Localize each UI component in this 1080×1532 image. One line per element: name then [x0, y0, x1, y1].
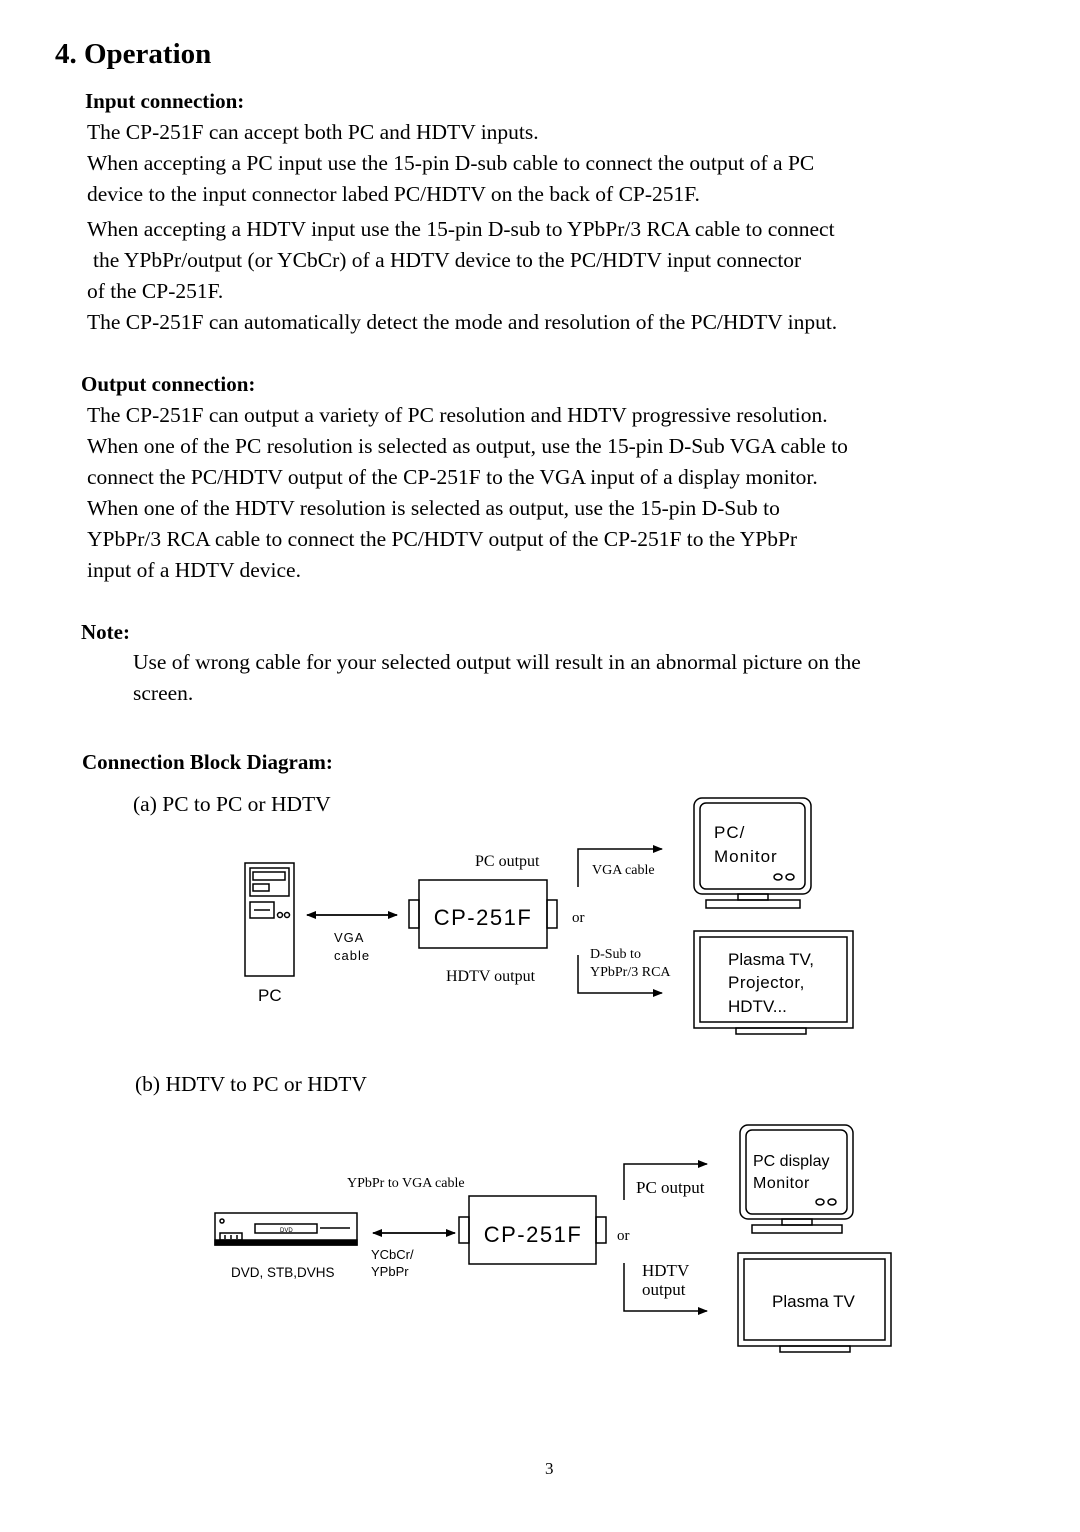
input-line-2: When accepting a PC input use the 15-pin…	[87, 151, 815, 175]
diagram-a-caption: (a) PC to PC or HDTV	[133, 792, 331, 816]
pc-monitor-icon	[693, 797, 812, 909]
hdtv-output-label-a: HDTV output	[446, 968, 536, 985]
hdtv-output-arrow-b	[623, 1263, 708, 1315]
tv-label-1: Plasma TV,	[728, 950, 814, 969]
ypbpr-output-arrow	[577, 955, 663, 997]
vga-cable-label-2: cable	[334, 948, 370, 963]
input-line-3: device to the input connector labed PC/H…	[87, 182, 700, 206]
tv-label-3: HDTV...	[728, 997, 787, 1016]
input-connection-heading: Input connection:	[85, 89, 245, 113]
input-line-4: When accepting a HDTV input use the 15-p…	[87, 217, 835, 241]
pc-display-monitor-icon	[739, 1124, 854, 1234]
or-label-b: or	[617, 1228, 630, 1244]
vga-cable-label-1: VGA	[334, 930, 364, 945]
vga-cable-out-label: VGA cable	[592, 863, 655, 878]
dvd-player-icon	[214, 1212, 358, 1246]
cable-label-1: YCbCr/	[371, 1247, 414, 1262]
pc-display-label-1: PC display	[753, 1153, 829, 1170]
output-connection-heading: Output connection:	[81, 372, 256, 396]
cable-label-2: YPbPr	[371, 1264, 409, 1279]
pc-monitor-label-1: PC/	[714, 823, 745, 842]
or-label-a: or	[572, 910, 585, 926]
cp251f-device-b	[458, 1195, 607, 1265]
output-line-4: When one of the HDTV resolution is selec…	[87, 496, 780, 520]
dvd-source-label: DVD, STB,DVHS	[231, 1265, 335, 1280]
diagram-b-caption: (b) HDTV to PC or HDTV	[135, 1072, 367, 1096]
output-line-2: When one of the PC resolution is selecte…	[87, 434, 848, 458]
dvd-badge: DVD	[280, 1228, 293, 1234]
plasma-tv-icon-a	[693, 930, 854, 1035]
dsub-label-2: YPbPr/3 RCA	[590, 965, 671, 980]
plasma-tv-icon-b	[737, 1252, 892, 1353]
pc-monitor-label-2: Monitor	[714, 847, 778, 866]
dsub-label-1: D-Sub to	[590, 947, 641, 962]
pc-output-label-b: PC output	[636, 1178, 705, 1197]
output-line-5: YPbPr/3 RCA cable to connect the PC/HDTV…	[87, 527, 798, 551]
pc-display-label-2: Monitor	[753, 1175, 810, 1192]
page-number: 3	[545, 1459, 554, 1478]
pc-label: PC	[258, 986, 282, 1005]
note-heading: Note:	[81, 620, 130, 644]
hdtv-output-label-1: HDTV	[642, 1261, 690, 1280]
vga-output-arrow	[577, 845, 663, 887]
input-line-5: the YPbPr/output (or YCbCr) of a HDTV de…	[93, 248, 802, 272]
page-title: 4. Operation	[55, 38, 212, 70]
cp251f-label-a: CP-251F	[434, 905, 533, 930]
tv-label-2: Projector,	[728, 973, 805, 992]
pc-output-label-a: PC output	[475, 853, 540, 870]
cp251f-device-a	[408, 879, 558, 949]
input-line-7: The CP-251F can automatically detect the…	[87, 310, 838, 334]
output-line-3: connect the PC/HDTV output of the CP-251…	[87, 465, 818, 489]
cable-top-label: YPbPr to VGA cable	[347, 1176, 465, 1191]
hdtv-output-label-2: output	[642, 1280, 686, 1299]
input-line-1: The CP-251F can accept both PC and HDTV …	[87, 120, 539, 144]
cp251f-label-b: CP-251F	[484, 1222, 583, 1247]
input-line-6: of the CP-251F.	[87, 279, 224, 303]
note-line-1: Use of wrong cable for your selected out…	[133, 650, 861, 674]
pc-output-arrow-b	[623, 1160, 708, 1200]
plasma-tv-label-b: Plasma TV	[772, 1292, 855, 1311]
diagram-heading: Connection Block Diagram:	[82, 750, 333, 774]
output-line-1: The CP-251F can output a variety of PC r…	[87, 403, 828, 427]
pc-tower-icon	[244, 862, 295, 977]
output-line-6: input of a HDTV device.	[87, 558, 301, 582]
note-line-2: screen.	[133, 681, 194, 705]
